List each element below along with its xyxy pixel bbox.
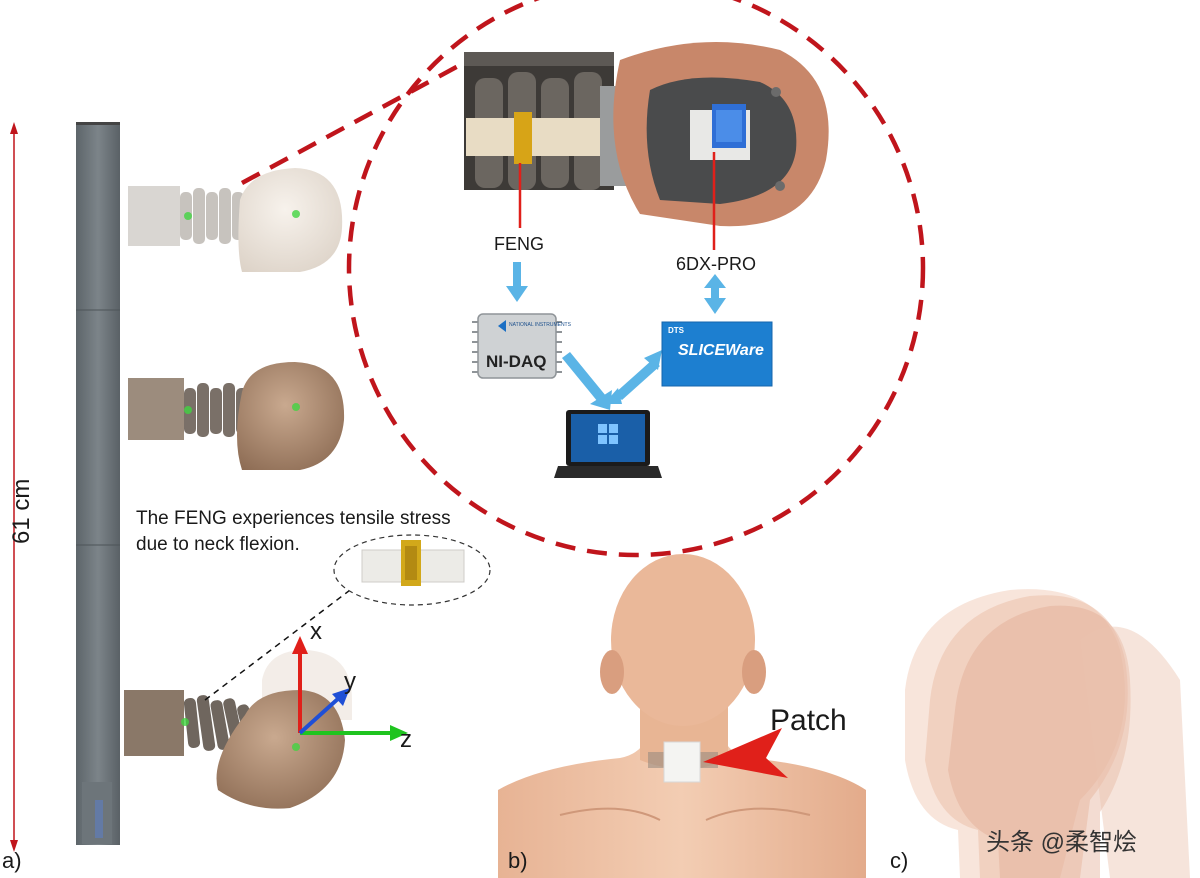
software-label: SLICEWare xyxy=(678,342,764,359)
feng-caption-line1: The FENG experiences tensile stress xyxy=(136,508,451,529)
sensor-label: 6DX-PRO xyxy=(676,254,757,274)
test-rig-column xyxy=(76,122,120,845)
feng-caption-line2: due to neck flexion. xyxy=(136,534,300,555)
zoom-callout xyxy=(240,0,926,558)
coordinate-axes xyxy=(292,636,408,741)
neck-photo xyxy=(464,42,829,227)
laptop-icon xyxy=(554,410,662,478)
sliceware-box xyxy=(661,321,773,387)
dummy-head-flexed xyxy=(124,650,352,809)
flow-arrows xyxy=(506,262,726,410)
feng-label: FENG xyxy=(494,234,545,254)
patch-label: Patch xyxy=(770,704,847,737)
software-brand: DTS xyxy=(668,326,684,335)
daq-brand: NATIONAL INSTRUMENTS xyxy=(509,322,571,328)
height-arrow xyxy=(10,122,18,852)
panel-a-label: a) xyxy=(2,848,22,873)
dummy-head-neutral-pale xyxy=(128,168,343,272)
head-motion-overlay xyxy=(905,589,1190,878)
feng-inset xyxy=(204,534,491,701)
panel-b-label: b) xyxy=(508,848,528,873)
axis-y-label: y xyxy=(344,668,356,695)
axis-z-label: z xyxy=(400,726,412,753)
dummy-head-neutral-tan xyxy=(128,362,345,470)
ni-daq-device xyxy=(472,313,562,379)
height-label: 61 cm xyxy=(8,478,35,544)
panel-c-label: c) xyxy=(890,848,909,873)
axis-x-label: x xyxy=(310,618,322,645)
watermark: 头条 @柔智烩 xyxy=(986,829,1138,856)
human-back-view xyxy=(498,554,866,878)
daq-label: NI-DAQ xyxy=(486,352,547,371)
